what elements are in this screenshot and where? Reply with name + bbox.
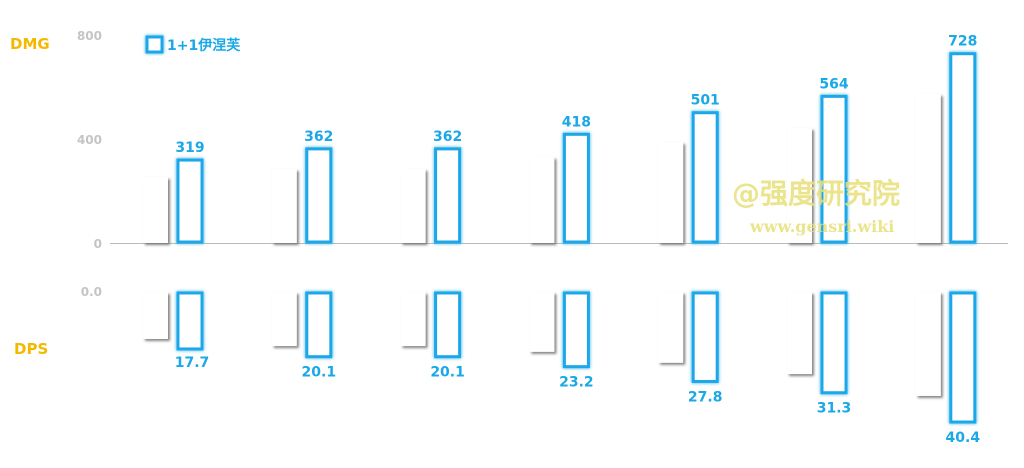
dps-bar-white-3	[529, 292, 555, 352]
dmg-data-label-1: 362	[304, 129, 333, 145]
dps-bar-white-1	[271, 292, 297, 347]
dmg-data-label-6: 728	[948, 34, 977, 50]
dps-section-title: DPS	[14, 340, 48, 358]
legend: 1+1伊涅芙	[145, 35, 241, 54]
dmg-data-label-4: 501	[691, 93, 720, 109]
dps-bar-white-4	[658, 292, 684, 363]
dmg-bar-blue-2	[434, 147, 462, 244]
dmg-ytick-400: 400	[77, 133, 102, 147]
dmg-bar-blue-6	[949, 52, 977, 244]
dmg-bar-blue-0	[176, 158, 204, 244]
dps-bar-blue-2	[434, 291, 462, 359]
dps-data-label-3: 23.2	[559, 375, 594, 391]
dmg-data-label-5: 564	[819, 76, 848, 92]
dmg-bar-blue-1	[305, 147, 333, 244]
dmg-ytick-0: 0	[94, 237, 102, 251]
dmg-ytick-800: 800	[77, 29, 102, 43]
dmg-bar-blue-5	[820, 94, 848, 244]
dmg-data-label-0: 319	[175, 140, 204, 156]
dmg-bar-white-6	[915, 94, 941, 244]
dps-bar-blue-3	[562, 291, 590, 369]
dmg-section-title: DMG	[10, 35, 50, 53]
dps-data-label-0: 17.7	[175, 355, 210, 371]
dmg-bar-white-1	[271, 168, 297, 243]
dps-bar-white-5	[787, 292, 812, 375]
dps-bar-blue-4	[691, 291, 719, 383]
dps-bar-blue-5	[820, 291, 848, 395]
dps-bar-white-0	[143, 292, 168, 339]
dmg-bar-blue-3	[562, 132, 590, 244]
dps-bar-blue-6	[949, 291, 977, 424]
dps-data-label-1: 20.1	[302, 365, 337, 381]
dmg-data-label-2: 362	[433, 129, 462, 145]
dps-ytick-0: 0.0	[81, 285, 102, 299]
dps-data-label-5: 31.3	[817, 401, 852, 417]
dmg-bar-white-5	[787, 128, 812, 243]
dps-bar-white-6	[915, 292, 941, 396]
dps-data-label-2: 20.1	[430, 365, 465, 381]
dmg-bar-blue-4	[691, 111, 719, 244]
dps-data-label-6: 40.4	[946, 430, 981, 446]
dps-bar-blue-1	[305, 291, 333, 359]
watermark-line2: www.gensri.wiki	[749, 217, 894, 236]
dmg-bar-white-4	[658, 142, 684, 243]
legend-swatch	[145, 35, 164, 54]
legend-label: 1+1伊涅芙	[167, 37, 241, 54]
dmg-data-label-3: 418	[562, 114, 591, 130]
dmg-bar-white-0	[143, 176, 168, 243]
dps-bar-white-2	[400, 292, 426, 347]
dmg-bar-white-3	[529, 156, 555, 243]
dps-bar-blue-0	[176, 291, 204, 351]
dmg-bar-white-2	[400, 168, 426, 243]
watermark-line1: @强度研究院	[732, 177, 900, 210]
dps-data-label-4: 27.8	[688, 389, 723, 405]
